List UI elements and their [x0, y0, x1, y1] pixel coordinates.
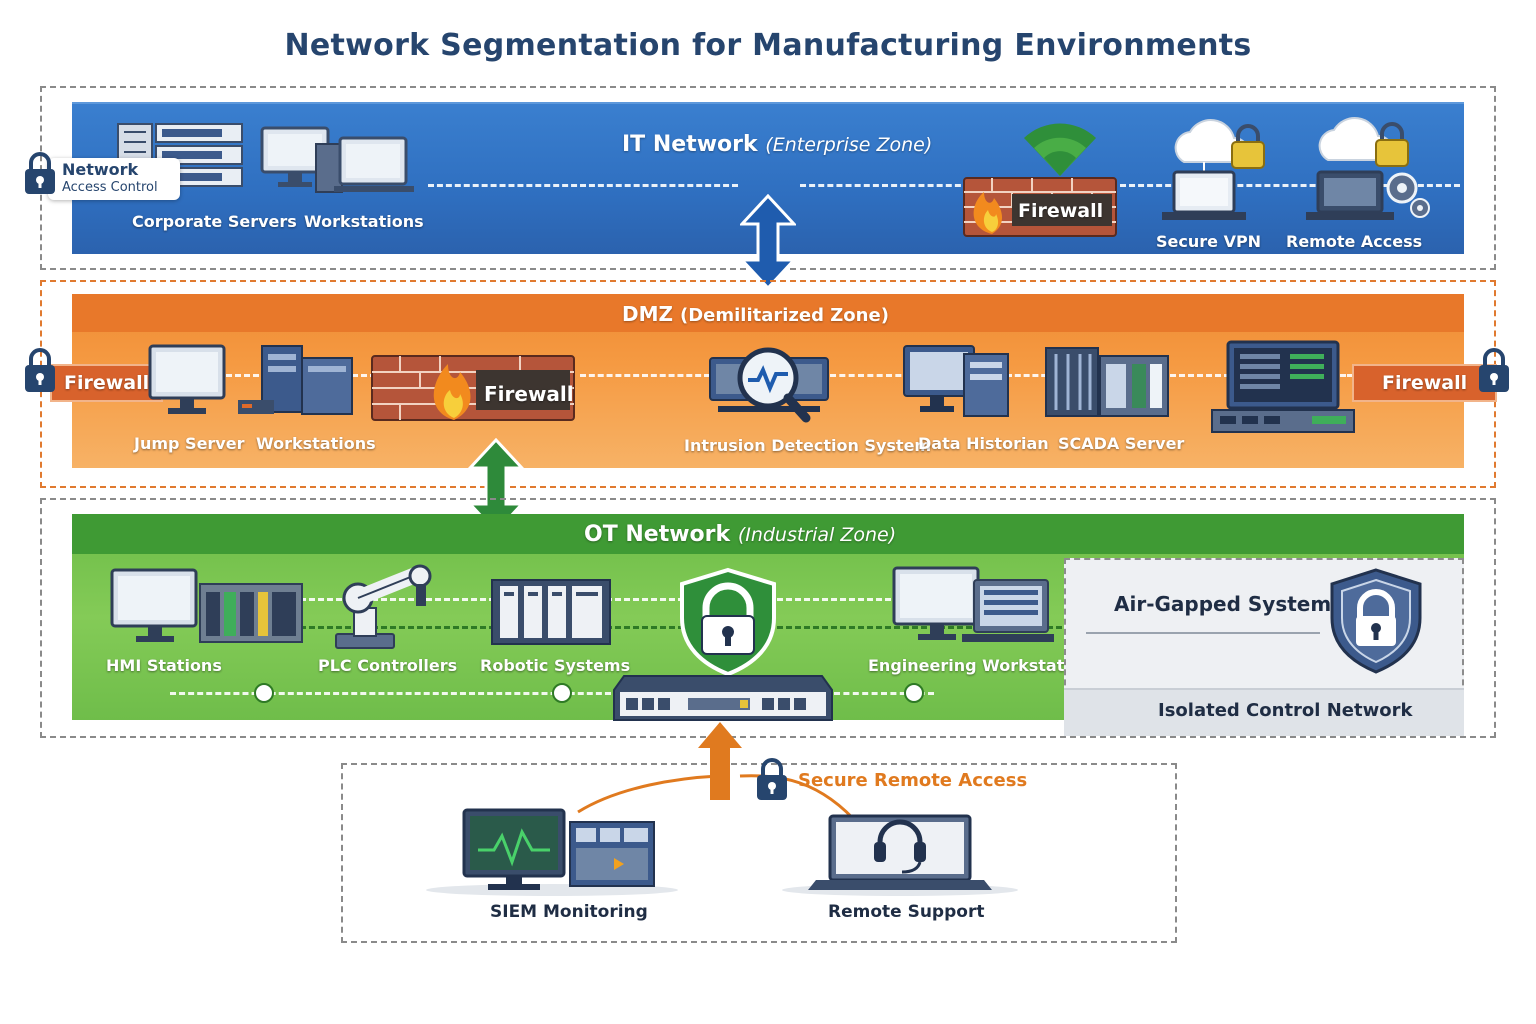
it-label-corporate-servers: Corporate Servers [132, 212, 297, 231]
ot-zone-header [72, 514, 1464, 554]
air-gapped-shield-icon [1330, 568, 1422, 674]
dmz-dashed-link-f [1340, 374, 1360, 377]
siem-monitoring-icon [426, 808, 678, 896]
dmz-firewall-center-icon [371, 355, 575, 421]
dmz-zone-name: DMZ [622, 302, 674, 326]
dmz-firewall-center-label: Firewall [484, 382, 574, 406]
data-historian-icon [903, 345, 1009, 417]
ot-label-plc-controllers: PLC Controllers [318, 656, 458, 675]
control-console-icon [1211, 340, 1355, 433]
dmz-dashed-link-b [580, 374, 710, 377]
ot-label-hmi-stations: HMI Stations [106, 656, 222, 675]
dmz-firewall-right-tag: Firewall [1352, 364, 1498, 402]
dmz-workstations-icon [238, 345, 353, 415]
engineering-workstation-icon [892, 566, 1054, 642]
it-firewall-icon [963, 177, 1117, 237]
dmz-label-scada-server: SCADA Server [1058, 434, 1185, 453]
dmz-label-workstations: Workstations [256, 434, 376, 453]
ot-core-switch-icon [613, 675, 833, 721]
secure-vpn-icon [1162, 119, 1265, 220]
dmz-zone-label: DMZ (Demilitarized Zone) [622, 302, 889, 326]
dmz-zone-qualifier: (Demilitarized Zone) [679, 305, 889, 326]
hmi-stations-icon [110, 568, 303, 643]
dmz-dashed-link-c [830, 374, 920, 377]
nac-label-line2: Access Control [62, 180, 158, 195]
diagram-title: Network Segmentation for Manufacturing E… [284, 28, 1252, 63]
remote-access-icon [1306, 117, 1430, 220]
nac-lock-icon [25, 152, 55, 194]
remote-support-icon [782, 814, 1018, 896]
ot-label-engineering-workstation: Engineering Workstation [868, 656, 1093, 675]
air-gapped-label: Air-Gapped Systems [1114, 592, 1344, 616]
it-dashed-link-mid [800, 184, 970, 187]
ot-zone-border [40, 498, 1496, 738]
remote-label-support: Remote Support [828, 902, 985, 922]
secure-remote-access-arrows [577, 722, 862, 827]
dmz-dashed-link-e [1170, 374, 1230, 377]
network-access-control-badge: Network Access Control [48, 158, 180, 200]
it-zone-qualifier: (Enterprise Zone) [765, 134, 933, 156]
scada-server-icon [1045, 347, 1169, 417]
wifi-icon [1024, 123, 1096, 176]
robotic-systems-icon [491, 579, 611, 645]
dmz-firewall-left-tag: Firewall [50, 364, 164, 402]
ot-label-robotic-systems: Robotic Systems [480, 656, 631, 675]
isolated-network-label: Isolated Control Network [1158, 700, 1413, 721]
dmz-zone-header [72, 294, 1464, 332]
ot-zone-qualifier: (Industrial Zone) [737, 524, 897, 546]
dmz-label-data-historian: Data Historian [918, 434, 1049, 453]
ot-dashed-link-bottom-right [834, 692, 934, 695]
it-dashed-link-right [1120, 184, 1460, 187]
dmz-dashed-link-d [1006, 374, 1056, 377]
isolated-network-strip [1064, 688, 1464, 736]
remote-label-siem: SIEM Monitoring [490, 902, 648, 922]
remote-access-lock-icon [757, 758, 787, 800]
ot-dashed-link-bottom-left [170, 692, 620, 695]
air-gapped-divider [1086, 632, 1320, 634]
ot-zone-name: OT Network [584, 522, 731, 547]
it-firewall-label: Firewall [1018, 200, 1104, 222]
it-zone-label: IT Network (Enterprise Zone) [622, 132, 932, 157]
robot-arm-icon [335, 564, 432, 649]
dmz-label-ids: Intrusion Detection System [684, 436, 932, 455]
secure-remote-access-label: Secure Remote Access [798, 770, 1028, 791]
ot-security-shield-icon [680, 567, 776, 677]
dmz-right-lock-icon [1479, 348, 1509, 392]
it-workstations-icon [260, 126, 414, 193]
it-label-remote-access: Remote Access [1286, 232, 1423, 251]
remote-access-zone-border [341, 763, 1177, 943]
ot-node-dots [254, 683, 924, 703]
it-dmz-arrow-icon [740, 194, 796, 290]
nac-label-line1: Network [62, 160, 139, 179]
it-label-workstations: Workstations [304, 212, 424, 231]
it-zone-name: IT Network [622, 132, 758, 157]
dmz-left-lock-icon [25, 348, 55, 392]
jump-server-icon [148, 344, 226, 414]
it-dashed-link-left [428, 184, 738, 187]
it-label-secure-vpn: Secure VPN [1156, 232, 1262, 251]
ot-zone-label: OT Network (Industrial Zone) [584, 522, 896, 547]
intrusion-detection-icon [709, 347, 829, 423]
dmz-label-jump-server: Jump Server [134, 434, 245, 453]
